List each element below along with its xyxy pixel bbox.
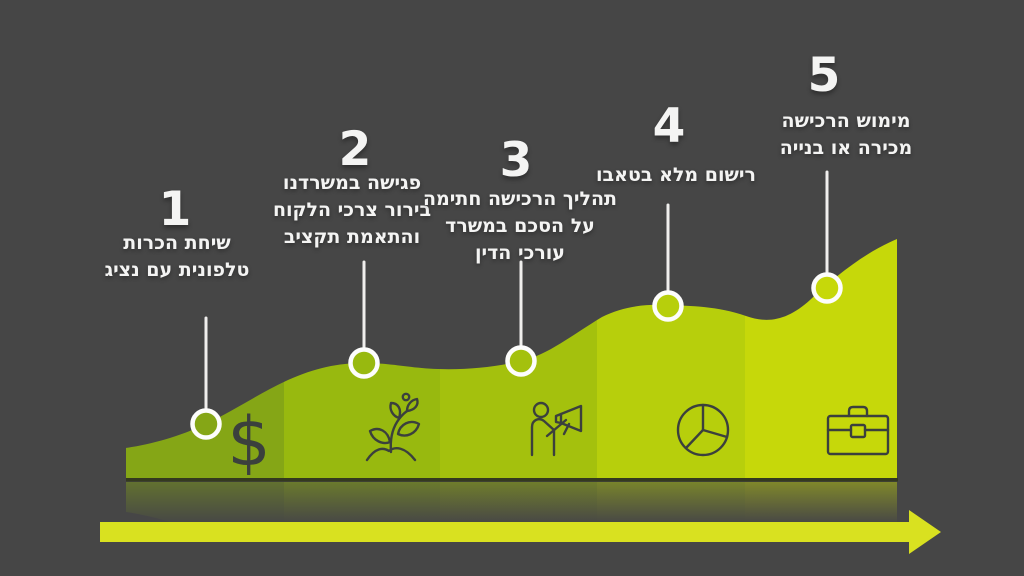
milestone-marker-5 — [811, 272, 843, 304]
wave-section-4 — [597, 239, 745, 478]
step-5-number: 5 — [807, 48, 841, 103]
milestone-marker-3 — [505, 345, 537, 377]
timeline-arrow — [100, 510, 941, 554]
step-4-label: רישום מלא בטאבו — [596, 162, 756, 189]
milestone-marker-1 — [190, 408, 222, 440]
person-megaphone-icon — [530, 401, 583, 457]
step-2-number: 2 — [338, 122, 372, 177]
step-1-label-line-2: טלפונית עם נציג — [104, 259, 250, 281]
plant-sprout-icon — [365, 392, 421, 462]
step-2-label-line-3: והתאמת תקציב — [283, 226, 421, 248]
svg-text:$: $ — [227, 403, 270, 482]
step-1-label: שיחת הכרות טלפונית עם נציג — [105, 230, 250, 284]
pie-chart-icon — [676, 403, 730, 457]
step-4-label-line-1: רישום מלא בטאבו — [596, 164, 756, 186]
milestone-marker-2 — [348, 347, 380, 379]
step-5-label: מימוש הרכישה מכירה או בנייה — [780, 108, 913, 162]
step-5-label-line-1: מימוש הרכישה — [781, 110, 911, 132]
step-5-label-line-2: מכירה או בנייה — [779, 137, 913, 159]
step-2-label-line-2: בירור צרכי הלקוח — [272, 199, 432, 221]
step-3-label: תהליך הרכישה חתימה על הסכם במשרד עורכי ה… — [423, 186, 617, 267]
step-1-label-line-1: שיחת הכרות — [123, 232, 231, 254]
step-1-number: 1 — [158, 182, 192, 237]
wave-section-5 — [745, 239, 897, 478]
milestone-marker-4 — [652, 290, 684, 322]
step-3-label-line-3: עורכי הדין — [475, 242, 565, 264]
wave-base-line — [126, 478, 898, 482]
step-3-label-line-1: תהליך הרכישה חתימה — [422, 188, 618, 210]
step-3-number: 3 — [499, 133, 533, 188]
step-4-number: 4 — [652, 99, 686, 154]
briefcase-icon — [826, 405, 890, 456]
step-2-label-line-1: פגישה במשרדנו — [282, 172, 422, 194]
dollar-icon: $ — [227, 403, 270, 482]
step-2-label: פגישה במשרדנו בירור צרכי הלקוח והתאמת תק… — [273, 170, 431, 251]
step-3-label-line-2: על הסכם במשרד — [445, 215, 595, 237]
